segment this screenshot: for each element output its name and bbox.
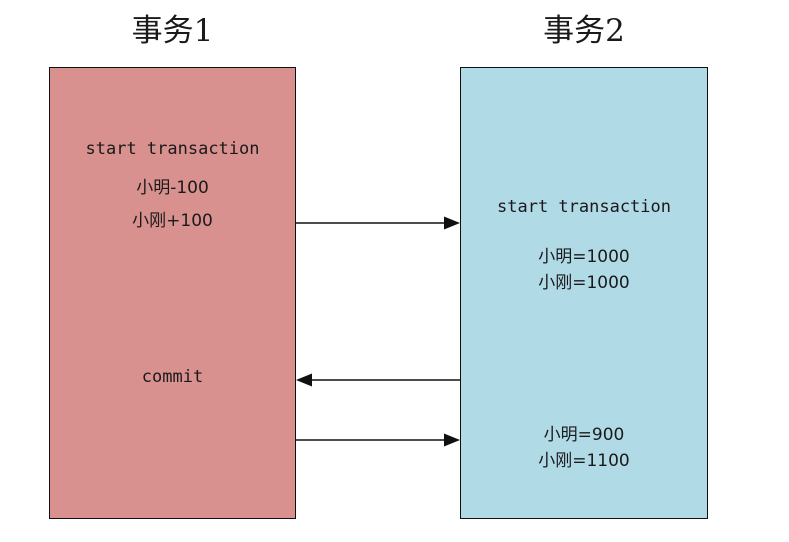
transaction2-read2-b-label: 小刚=1100 — [538, 451, 630, 471]
transaction1-box — [49, 67, 296, 519]
transaction1-op2-label: 小刚+100 — [132, 211, 213, 231]
arrow-head-right — [444, 433, 460, 447]
transaction1-title: 事务1 — [131, 13, 214, 49]
transaction2-start-label: start transaction — [497, 197, 671, 217]
arrow-head-right — [444, 216, 460, 230]
transaction2-title: 事务2 — [543, 13, 625, 49]
transaction1-commit-label: commit — [141, 367, 204, 387]
arrow-tx1-to-tx2-first-read — [296, 216, 460, 230]
arrow-tx2-to-tx1-commit — [296, 373, 460, 387]
transaction2-read1-a-label: 小明=1000 — [538, 247, 630, 267]
transaction1-start-label: start transaction — [85, 139, 260, 159]
transaction1-op1-label: 小明-100 — [136, 178, 209, 198]
arrow-tx1-to-tx2-second-read — [296, 433, 460, 447]
arrow-head-left — [296, 373, 312, 387]
transaction2-read2-a-label: 小明=900 — [543, 425, 625, 445]
transaction2-box — [460, 67, 708, 519]
transaction2-read1-b-label: 小刚=1000 — [538, 273, 630, 293]
